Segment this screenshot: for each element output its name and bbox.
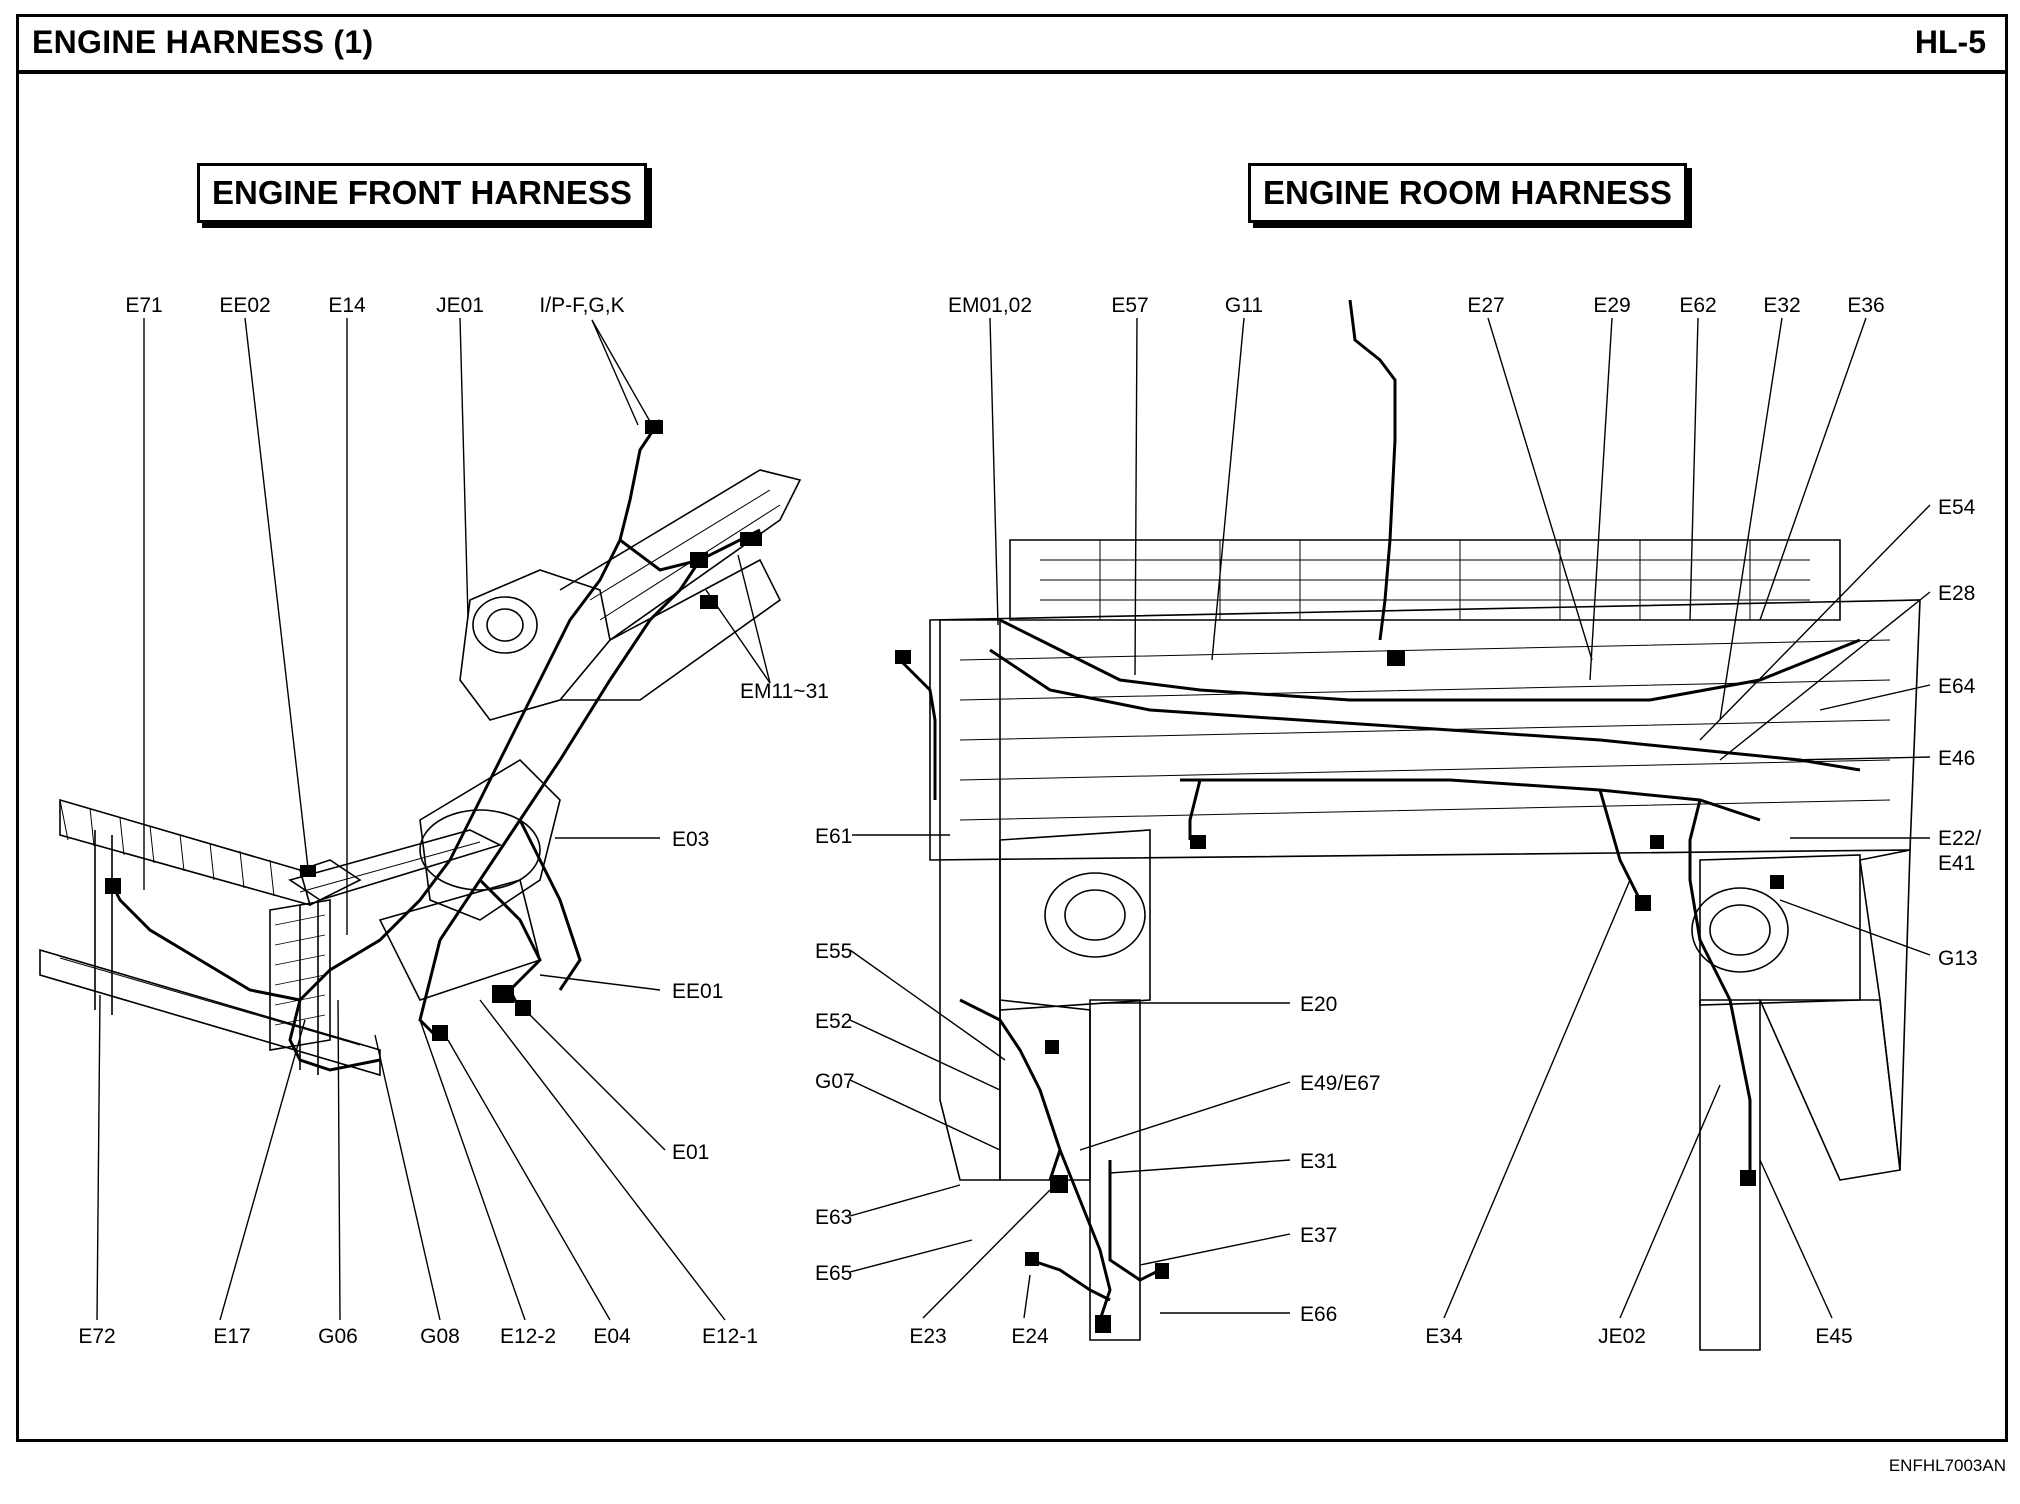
label-E37: E37 — [1300, 1224, 1337, 1247]
room-connectors — [895, 650, 1784, 1333]
label-E03: E03 — [672, 828, 709, 851]
label-E54: E54 — [1938, 496, 1976, 519]
label-EM01-02: EM01,02 — [948, 294, 1032, 317]
label-E34: E34 — [1425, 1325, 1463, 1348]
label-E66: E66 — [1300, 1303, 1337, 1326]
page-frame — [16, 14, 2008, 1442]
label-EE01: EE01 — [672, 980, 723, 1003]
label-E45: E45 — [1815, 1325, 1852, 1348]
page-title: ENGINE HARNESS (1) — [32, 24, 374, 60]
label-E57: E57 — [1111, 294, 1148, 317]
label-E28: E28 — [1938, 582, 1975, 605]
label-EE02: EE02 — [219, 294, 270, 317]
room-structure — [929, 539, 1921, 1351]
front-harness-wires — [108, 419, 761, 1072]
label-JE01: JE01 — [436, 294, 484, 317]
drawing-code: ENFHL7003AN — [1888, 1456, 2006, 1475]
label-G06: G06 — [318, 1325, 358, 1348]
label-E52: E52 — [815, 1010, 852, 1033]
label-G11: G11 — [1225, 294, 1263, 317]
label-G08: G08 — [420, 1325, 460, 1348]
label-E14: E14 — [328, 294, 366, 317]
label-E46: E46 — [1938, 747, 1975, 770]
label-E12-1: E12-1 — [702, 1325, 758, 1348]
label-E49-E67: E49/E67 — [1300, 1072, 1381, 1095]
label-JE02: JE02 — [1598, 1325, 1646, 1348]
room-leader-lines — [849, 317, 1931, 1319]
label-E63: E63 — [815, 1206, 852, 1229]
label-E72: E72 — [78, 1325, 115, 1348]
room-harness-wires — [898, 299, 1861, 1321]
header-rule — [16, 70, 2008, 74]
label-E64: E64 — [1938, 675, 1976, 698]
label-E12-2: E12-2 — [500, 1325, 556, 1348]
label-E29: E29 — [1593, 294, 1630, 317]
label-E31: E31 — [1300, 1150, 1337, 1173]
label-E62: E62 — [1679, 294, 1716, 317]
label-E20: E20 — [1300, 993, 1337, 1016]
label-G13: G13 — [1938, 947, 1978, 970]
label-E17: E17 — [213, 1325, 250, 1348]
front-leader-lines — [96, 317, 771, 1321]
label-E36: E36 — [1847, 294, 1884, 317]
label-IPFGK: I/P-F,G,K — [539, 294, 624, 317]
label-E23: E23 — [909, 1325, 946, 1348]
label-G07: G07 — [815, 1070, 855, 1093]
section-title-room: ENGINE ROOM HARNESS — [1248, 163, 1687, 223]
label-E01: E01 — [672, 1141, 709, 1164]
label-E24: E24 — [1011, 1325, 1049, 1348]
label-E55: E55 — [815, 940, 852, 963]
page-code: HL-5 — [1914, 24, 1986, 60]
label-E61: E61 — [815, 825, 852, 848]
front-connectors — [105, 420, 762, 1041]
label-E41: E41 — [1938, 852, 1975, 875]
front-labels: E71 EE02 E14 JE01 I/P-F,G,K EM11~31 E03 … — [78, 294, 829, 1348]
label-E22: E22/ — [1938, 827, 1981, 850]
label-E04: E04 — [593, 1325, 631, 1348]
label-E32: E32 — [1763, 294, 1800, 317]
front-structure — [39, 469, 802, 1077]
room-labels: EM01,02 E57 G11 E27 E29 E62 E32 E36 E54 … — [815, 294, 1981, 1348]
label-E65: E65 — [815, 1262, 852, 1285]
label-EM1131: EM11~31 — [740, 680, 829, 703]
label-E27: E27 — [1467, 294, 1504, 317]
label-E71: E71 — [125, 294, 162, 317]
section-title-front: ENGINE FRONT HARNESS — [197, 163, 647, 223]
